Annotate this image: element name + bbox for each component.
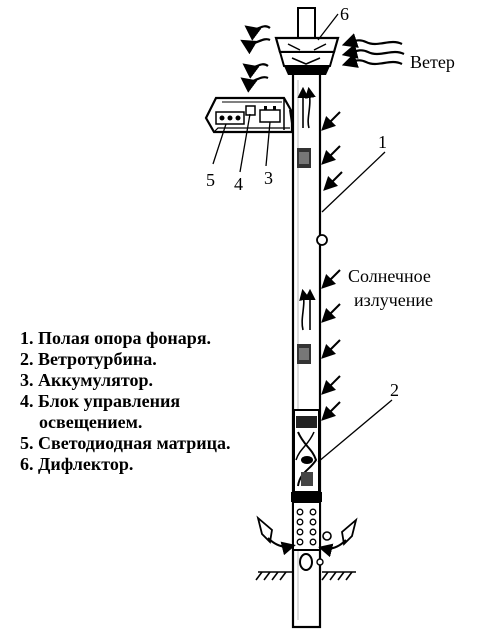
wind-arrows-right bbox=[341, 33, 405, 68]
legend-item-2: 2. Ветротурбина. bbox=[20, 349, 157, 369]
ground-line bbox=[255, 571, 356, 581]
legend-item-4: 4. Блок управления освещением. bbox=[20, 391, 300, 433]
callout-2: 2 bbox=[390, 380, 399, 400]
base-inflow-arrows bbox=[256, 515, 358, 558]
callout-3: 3 bbox=[264, 168, 273, 188]
deflector bbox=[274, 36, 340, 75]
leader-lines bbox=[212, 13, 393, 463]
led-matrix bbox=[215, 111, 245, 125]
legend: 1. Полая опора фонаря. 2. Ветротурбина. … bbox=[20, 328, 300, 475]
air-intake bbox=[291, 492, 332, 571]
solar-label-line2: излучение bbox=[354, 290, 433, 310]
callout-4: 4 bbox=[234, 174, 243, 194]
legend-item-3: 3. Аккумулятор. bbox=[20, 370, 154, 390]
wind-label: Ветер bbox=[410, 52, 455, 72]
legend-item-5: 5. Светодиодная матрица. bbox=[20, 433, 231, 453]
internal-airflow bbox=[297, 86, 316, 331]
wind-arrows-left bbox=[240, 25, 271, 93]
control-unit bbox=[245, 105, 256, 116]
lamp-arm bbox=[289, 109, 294, 131]
solar-label-line1: Солнечное bbox=[348, 266, 431, 286]
legend-item-1: 1. Полая опора фонаря. bbox=[20, 328, 212, 348]
callout-5: 5 bbox=[206, 170, 215, 190]
legend-item-4-line2: освещением. bbox=[39, 412, 143, 432]
solar-arrows bbox=[321, 111, 343, 421]
legend-item-4-line1: 4. Блок управления bbox=[20, 391, 181, 411]
post-internal-details bbox=[297, 148, 328, 364]
wind-turbine bbox=[293, 409, 320, 493]
top-pipe bbox=[297, 7, 316, 39]
callout-1: 1 bbox=[378, 132, 387, 152]
legend-item-6: 6. Дифлектор. bbox=[20, 454, 134, 474]
callout-6: 6 bbox=[340, 4, 349, 24]
